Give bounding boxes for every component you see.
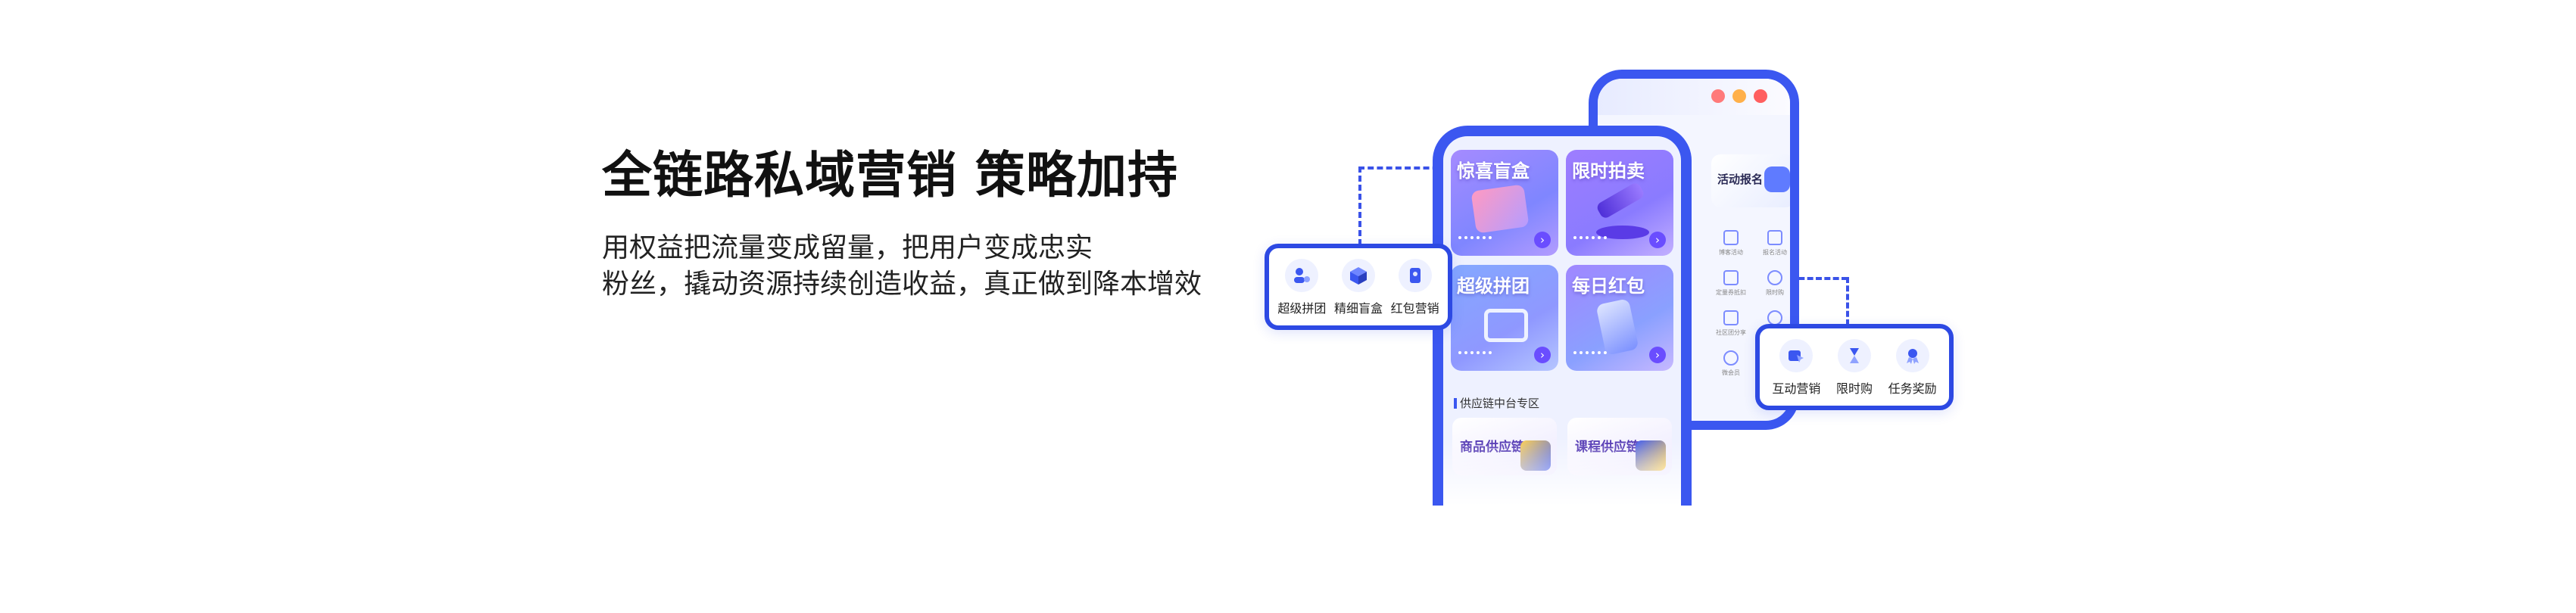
grid-item[interactable]: 定量券抵扣	[1711, 270, 1751, 297]
back-phone-grid: 博客活动 报名活动 定量券抵扣 限时购 社区团分享 微会员	[1711, 230, 1790, 377]
callout-label: 互动营销	[1772, 381, 1821, 396]
arrow-right-icon[interactable]: ›	[1534, 347, 1551, 363]
calendar-icon	[1723, 230, 1739, 245]
grid-item[interactable]: 报名活动	[1755, 230, 1790, 257]
callout-item-task-reward[interactable]: 任务奖励	[1888, 339, 1937, 397]
activity-signup-label: 活动报名	[1717, 173, 1764, 186]
callout-item-fine-box[interactable]: 精细盲盒	[1334, 259, 1383, 316]
tile-super-group-buy[interactable]: 超级拼团 ›	[1451, 265, 1558, 371]
front-phone: 惊喜盲盒 › 限时拍卖 › 超级拼团 › 每日红包 › 供应链中台专区 商品供应…	[1433, 126, 1692, 506]
status-dot-icon	[1711, 89, 1725, 103]
callout-item-super-group[interactable]: 超级拼团	[1277, 259, 1326, 316]
grid-item[interactable]: 限时购	[1755, 270, 1790, 297]
hourglass-icon	[1837, 339, 1871, 372]
connector-right-top	[1764, 277, 1848, 280]
description-line-2: 粉丝，撬动资源持续创造收益，真正做到降本增效	[602, 269, 1202, 300]
tile-title: 限时拍卖	[1572, 160, 1645, 182]
grid-item[interactable]: 博客活动	[1711, 230, 1751, 257]
connector-right-vertical	[1846, 277, 1849, 325]
arrow-right-icon[interactable]: ›	[1649, 232, 1666, 248]
card-label: 商品供应链	[1460, 440, 1524, 455]
interaction-icon	[1779, 339, 1813, 372]
arrow-right-icon[interactable]: ›	[1649, 347, 1666, 363]
grid-item[interactable]: 社区团分享	[1711, 310, 1751, 337]
group-user-icon	[1285, 259, 1319, 292]
auction-base-icon	[1596, 226, 1649, 239]
callout-label: 限时购	[1835, 381, 1873, 396]
tile-dots	[1458, 351, 1492, 357]
supply-chain-section-title: 供应链中台专区	[1454, 395, 1539, 411]
tile-surprise-box[interactable]: 惊喜盲盒 ›	[1451, 150, 1558, 256]
cart-icon	[1723, 310, 1739, 325]
callout-right: 互动营销 限时购 任务奖励	[1755, 324, 1954, 410]
course-book-icon	[1636, 440, 1666, 471]
tile-daily-red-packet[interactable]: 每日红包 ›	[1566, 265, 1673, 371]
tile-title: 每日红包	[1572, 275, 1645, 297]
tile-title: 超级拼团	[1457, 275, 1530, 297]
callout-item-flash-sale[interactable]: 限时购	[1836, 339, 1873, 397]
callout-label: 精细盲盒	[1333, 301, 1383, 316]
cube-box-icon	[1341, 259, 1375, 292]
callout-item-interactive-marketing[interactable]: 互动营销	[1772, 339, 1820, 397]
tile-title: 惊喜盲盒	[1457, 160, 1530, 182]
gift-package-icon	[1520, 440, 1551, 471]
checklist-icon	[1764, 166, 1790, 192]
callout-left: 超级拼团 精细盲盒 红包营销	[1265, 244, 1452, 330]
status-dot-icon	[1754, 89, 1767, 103]
clock-icon	[1767, 270, 1782, 285]
callout-item-red-packet[interactable]: 红包营销	[1391, 259, 1439, 316]
auction-hammer-icon	[1595, 181, 1646, 220]
connector-left-top	[1358, 166, 1448, 170]
red-packet-icon	[1398, 259, 1432, 292]
tile-dots	[1573, 351, 1607, 357]
status-dot-icon	[1732, 89, 1746, 103]
description-line-1: 用权益把流量变成留量，把用户变成忠实	[602, 232, 1093, 263]
form-icon	[1767, 230, 1782, 245]
grid-item[interactable]: 微会员	[1711, 350, 1751, 377]
callout-label: 超级拼团	[1277, 301, 1327, 316]
share-icon	[1767, 310, 1782, 325]
shopping-cart-icon	[1484, 309, 1528, 342]
tile-dots	[1573, 236, 1607, 242]
medal-icon	[1895, 339, 1929, 372]
callout-label: 任务奖励	[1888, 381, 1937, 396]
coupon-icon	[1723, 270, 1739, 285]
card-goods-supply-chain[interactable]: 商品供应链	[1452, 418, 1557, 475]
arrow-right-icon[interactable]: ›	[1534, 232, 1551, 248]
description: 用权益把流量变成留量，把用户变成忠实 粉丝，撬动资源持续创造收益，真正做到降本增…	[602, 230, 1202, 303]
tile-flash-auction[interactable]: 限时拍卖 ›	[1566, 150, 1673, 256]
card-course-supply-chain[interactable]: 课程供应链	[1567, 418, 1672, 475]
activity-signup-banner[interactable]: 活动报名	[1711, 154, 1790, 207]
gift-box-icon	[1470, 184, 1530, 234]
connector-left-vertical	[1358, 166, 1361, 245]
member-icon	[1723, 350, 1739, 366]
phone-red-packet-icon	[1595, 298, 1639, 356]
tile-dots	[1458, 236, 1492, 242]
card-label: 课程供应链	[1575, 440, 1639, 455]
headline: 全链路私域营销 策略加持	[602, 146, 1178, 204]
callout-label: 红包营销	[1390, 301, 1439, 316]
